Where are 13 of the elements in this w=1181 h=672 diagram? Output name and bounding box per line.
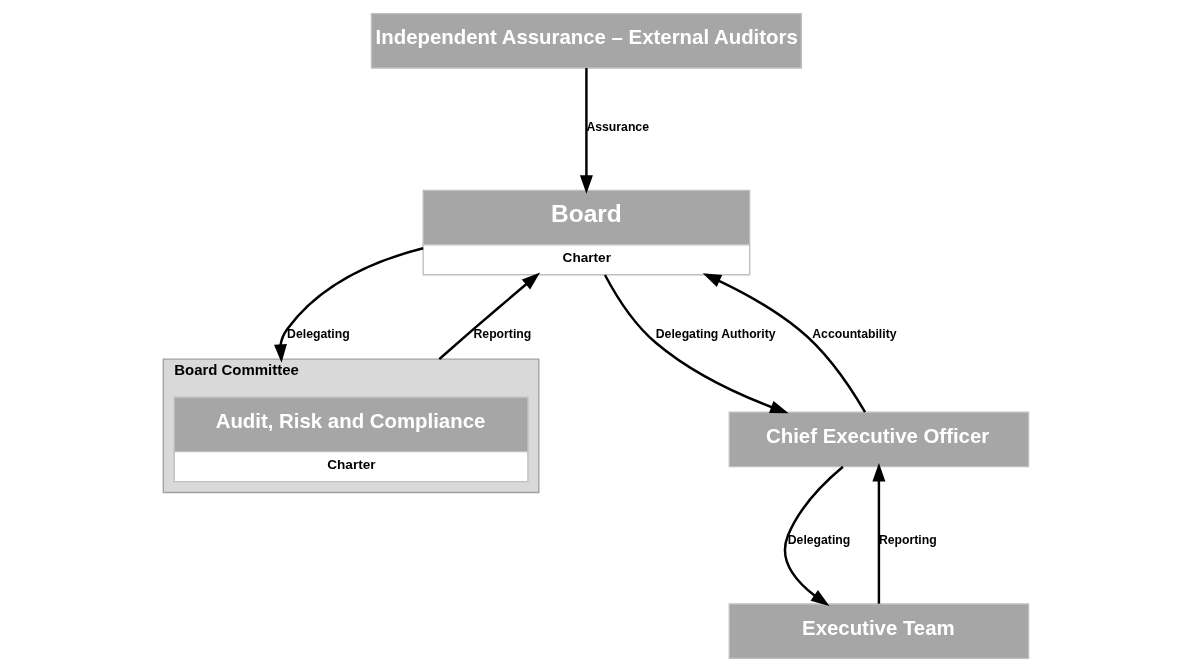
arrow: [579, 68, 593, 194]
edge-label: Delegating: [787, 533, 851, 548]
arrow: [603, 274, 789, 414]
arrow: [438, 272, 541, 361]
arrow: [702, 273, 867, 413]
edge-label: Delegating: [287, 326, 350, 341]
edge-label: Reporting: [878, 533, 937, 548]
arrow: [783, 465, 844, 607]
arrow: [274, 247, 424, 363]
edge-label: Reporting: [473, 326, 532, 341]
edge-label: Accountability: [812, 326, 897, 341]
arrow: [872, 462, 886, 604]
edge-label: Delegating Authority: [655, 326, 776, 341]
